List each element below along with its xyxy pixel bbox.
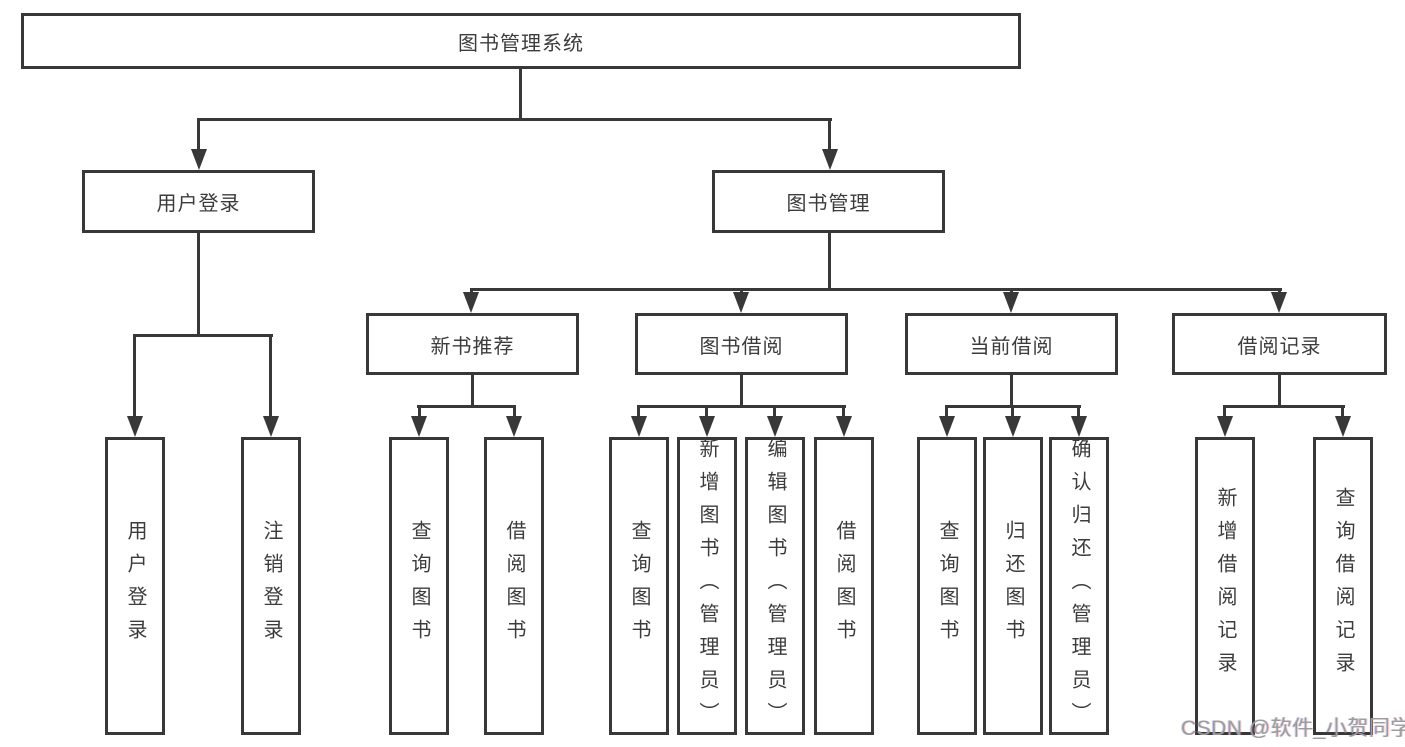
connector-line xyxy=(133,334,273,337)
connector-line xyxy=(1010,375,1013,408)
connector-line xyxy=(513,405,516,419)
arrowhead xyxy=(411,416,427,437)
arrowhead xyxy=(1217,416,1233,437)
node-book-management: 图书管理 xyxy=(712,170,945,233)
connector-line xyxy=(133,334,136,418)
leaf-label: 查询借阅记录 xyxy=(1332,487,1354,685)
arrowhead xyxy=(767,416,783,437)
connector-line xyxy=(1077,405,1080,419)
node-user-login: 用户登录 xyxy=(82,170,315,233)
connector-line xyxy=(637,405,640,419)
leaf-label: 查询图书 xyxy=(408,520,430,652)
root-node-system: 图书管理系统 xyxy=(21,13,1021,69)
leaf-query-books: 查询图书 xyxy=(917,437,977,735)
connector-line xyxy=(197,118,200,151)
connector-line xyxy=(740,375,743,408)
connector-line xyxy=(269,334,272,418)
connector-line xyxy=(418,405,421,419)
leaf-label: 查询图书 xyxy=(936,520,958,652)
leaf-borrow-books: 借阅图书 xyxy=(814,437,874,735)
arrowhead xyxy=(822,149,838,170)
connector-line xyxy=(828,118,831,151)
leaf-query-borrow-record: 查询借阅记录 xyxy=(1313,437,1373,735)
arrowhead xyxy=(1271,292,1287,313)
arrowhead xyxy=(631,416,647,437)
node-label: 新书推荐 xyxy=(430,335,515,358)
connector-line xyxy=(1341,405,1344,419)
leaf-label: 借阅图书 xyxy=(503,520,525,652)
connector-line xyxy=(945,405,948,419)
arrowhead xyxy=(699,416,715,437)
leaf-label: 确认归还（管理员） xyxy=(1068,437,1090,735)
node-label: 图书管理 xyxy=(786,193,871,215)
leaf-label: 借阅图书 xyxy=(833,520,855,652)
connector-line xyxy=(519,69,522,119)
arrowhead xyxy=(506,416,522,437)
connector-line xyxy=(842,405,845,419)
arrowhead xyxy=(463,292,479,313)
leaf-query-books: 查询图书 xyxy=(609,437,669,735)
root-node-label: 图书管理系统 xyxy=(458,32,584,55)
arrowhead xyxy=(939,416,955,437)
arrowhead xyxy=(127,416,143,437)
connector-line xyxy=(828,233,831,291)
connector-line xyxy=(1223,405,1345,408)
node-new-book-recommend: 新书推荐 xyxy=(366,313,579,375)
connector-line xyxy=(197,118,832,121)
arrowhead xyxy=(733,292,749,313)
node-label: 借阅记录 xyxy=(1237,335,1322,358)
csdn-watermark: CSDN @软件_小贺同学 xyxy=(1181,717,1405,740)
node-book-borrow: 图书借阅 xyxy=(635,313,848,375)
leaf-add-book-admin: 新增图书（管理员） xyxy=(677,437,737,735)
connector-line xyxy=(1223,405,1226,419)
node-current-borrow: 当前借阅 xyxy=(905,313,1118,375)
arrowhead xyxy=(1005,416,1021,437)
node-borrow-record: 借阅记录 xyxy=(1172,313,1387,375)
leaf-label: 注销登录 xyxy=(260,520,282,652)
node-label: 当前借阅 xyxy=(969,335,1054,358)
arrowhead xyxy=(263,416,279,437)
leaf-label: 归还图书 xyxy=(1002,520,1024,652)
leaf-label: 新增图书（管理员） xyxy=(696,437,718,735)
leaf-user-login: 用户登录 xyxy=(105,437,165,735)
leaf-query-books: 查询图书 xyxy=(389,437,449,735)
leaf-add-borrow-record: 新增借阅记录 xyxy=(1195,437,1255,735)
node-label: 图书借阅 xyxy=(699,335,784,358)
arrowhead xyxy=(1071,416,1087,437)
leaf-label: 用户登录 xyxy=(124,520,146,652)
arrowhead xyxy=(1335,416,1351,437)
connector-line xyxy=(773,405,776,419)
leaf-label: 新增借阅记录 xyxy=(1214,487,1236,685)
connector-line xyxy=(705,405,708,419)
connector-line xyxy=(471,375,474,408)
connector-line xyxy=(637,405,846,408)
leaf-confirm-return-admin: 确认归还（管理员） xyxy=(1049,437,1109,735)
arrowhead xyxy=(836,416,852,437)
leaf-edit-book-admin: 编辑图书（管理员） xyxy=(745,437,805,735)
arrowhead xyxy=(1003,292,1019,313)
node-label: 用户登录 xyxy=(156,193,241,215)
connector-line xyxy=(417,405,516,408)
leaf-return-books: 归还图书 xyxy=(983,437,1043,735)
leaf-logout: 注销登录 xyxy=(241,437,301,735)
leaf-label: 查询图书 xyxy=(628,520,650,652)
connector-line xyxy=(1278,375,1281,408)
arrowhead xyxy=(191,149,207,170)
connector-line xyxy=(470,288,1282,291)
connector-line xyxy=(1011,405,1014,419)
leaf-borrow-books: 借阅图书 xyxy=(484,437,544,735)
connector-line xyxy=(197,233,200,337)
leaf-label: 编辑图书（管理员） xyxy=(764,437,786,735)
